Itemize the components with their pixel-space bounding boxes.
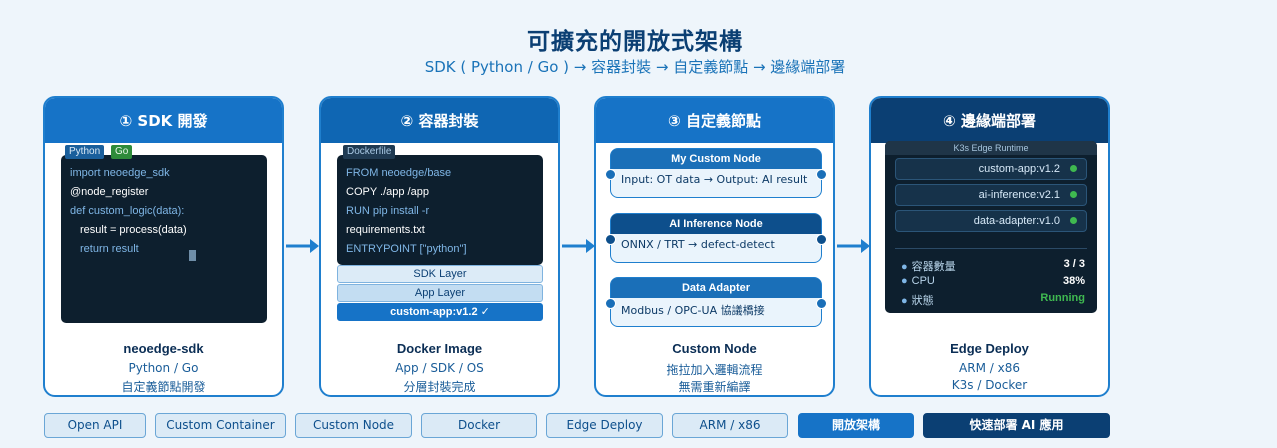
node-title: AI Inference Node [611,214,821,234]
output-port[interactable] [816,234,827,245]
status-dot-icon [1070,217,1077,224]
tag-edge-deploy[interactable]: Edge Deploy [546,413,663,438]
tag-open-api[interactable]: Open API [44,413,146,438]
tab-dockerfile[interactable]: Dockerfile [343,145,396,159]
page-title: 可擴充的開放式架構 [527,29,743,55]
input-port[interactable] [605,169,616,180]
stat-label: 容器數量 [911,261,956,273]
stat-value: 38% [1062,275,1085,287]
layer-app: App Layer [337,284,543,302]
status-dot-icon [1070,191,1077,198]
tag-fast-deploy[interactable]: 快速部署 AI 應用 [923,413,1110,438]
card-caption-line2: Python / Go [128,361,199,375]
service-row[interactable]: data-adapter:v1.0 [895,210,1087,232]
tag-custom-container[interactable]: Custom Container [155,413,286,438]
output-port[interactable] [816,169,827,180]
bullet-icon: ● [901,295,908,307]
bullet-icon: ● [901,275,908,287]
card-caption: Docker Image [396,341,483,356]
code-line: FROM neoedge/base [346,167,452,179]
card-sdk-development: ① SDK 開發 import neoedge_sdk @node_regist… [43,96,284,397]
code-line: COPY ./app /app [346,186,429,198]
node-title: Data Adapter [611,278,821,298]
code-line: def custom_logic(data): [70,205,185,217]
service-name: data-adapter:v1.0 [973,215,1060,227]
service-name: ai-inference:v2.1 [978,189,1060,201]
card-container-packaging: ② 容器封裝 FROM neoedge/base COPY ./app /app… [319,96,560,397]
card-caption: Custom Node [672,341,757,356]
card-caption-line2: ARM / x86 [959,361,1020,375]
code-line: result = process(data) [80,224,187,236]
layer-sdk: SDK Layer [337,265,543,283]
divider [895,248,1087,249]
card-caption: Edge Deploy [950,341,1029,356]
card-custom-node: ③ 自定義節點 My Custom Node Input: OT data → … [594,96,835,397]
status-dot-icon [1070,165,1077,172]
output-port[interactable] [816,298,827,309]
card-caption-line3: 分層封裝完成 [403,380,476,394]
code-line: ENTRYPOINT ["python"] [346,243,467,255]
service-row[interactable]: custom-app:v1.2 [895,158,1087,180]
service-name: custom-app:v1.2 [978,163,1060,175]
tag-custom-node[interactable]: Custom Node [295,413,412,438]
stat-cpu: ●CPU 38% [901,275,1085,287]
tab-go[interactable]: Go [111,145,133,159]
page-subtitle: SDK ( Python / Go ) → 容器封裝 → 自定義節點 → 邊緣端… [424,58,846,76]
edge-runtime-panel: K3s Edge Runtime custom-app:v1.2 ai-infe… [885,141,1097,313]
card-title: ④ 邊緣端部署 [871,98,1108,143]
arrow-right-icon [837,239,870,253]
node-my-custom[interactable]: My Custom Node Input: OT data → Output: … [605,148,827,198]
layer-image-tag: custom-app:v1.2 ✓ [337,303,543,321]
node-data-adapter[interactable]: Data Adapter Modbus / OPC-UA 協議橋接 [605,277,827,327]
code-line: import neoedge_sdk [70,167,170,179]
card-caption-line2: 拖拉加入邏輯流程 [666,363,763,377]
input-port[interactable] [605,298,616,309]
node-ai-inference[interactable]: AI Inference Node ONNX / TRT → defect-de… [605,213,827,263]
input-port[interactable] [605,234,616,245]
card-edge-deploy: ④ 邊緣端部署 K3s Edge Runtime custom-app:v1.2… [869,96,1110,397]
runtime-title: K3s Edge Runtime [885,141,1097,155]
card-caption-line3: 無需重新編譯 [678,380,751,394]
node-desc: ONNX / TRT → defect-detect [621,238,775,251]
node-title: My Custom Node [611,149,821,169]
tab-python[interactable]: Python [65,145,105,159]
tag-open-architecture[interactable]: 開放架構 [798,413,914,438]
code-line: RUN pip install -r [346,205,430,217]
node-desc: Modbus / OPC-UA 協議橋接 [621,304,765,317]
card-title: ① SDK 開發 [45,98,282,143]
service-row[interactable]: ai-inference:v2.1 [895,184,1087,206]
card-title: ③ 自定義節點 [596,98,833,143]
stat-status: ●狀態 Running [901,292,1085,308]
code-editor: import neoedge_sdk @node_register def cu… [61,155,267,323]
code-line: requirements.txt [346,224,425,236]
arrow-right-icon [562,239,595,253]
node-desc: Input: OT data → Output: AI result [621,173,808,186]
card-caption-line2: App / SDK / OS [395,361,484,375]
card-caption: neoedge-sdk [123,341,204,356]
tag-arm-x86[interactable]: ARM / x86 [672,413,788,438]
code-line: @node_register [70,186,149,198]
stat-value: 3 / 3 [1063,258,1085,270]
tag-docker[interactable]: Docker [421,413,537,438]
dockerfile-editor: FROM neoedge/base COPY ./app /app RUN pi… [337,155,543,265]
card-title: ② 容器封裝 [321,98,558,143]
arrow-right-icon [286,239,319,253]
text-cursor [189,250,196,261]
card-caption-line3: K3s / Docker [951,378,1028,392]
stat-label: CPU [911,275,935,287]
code-line: return result [80,243,139,255]
stat-label: 狀態 [911,295,934,307]
bullet-icon: ● [901,261,908,273]
status-badge: Running [1040,292,1085,304]
stat-container-count: ●容器數量 3 / 3 [901,258,1085,274]
card-caption-line3: 自定義節點開發 [121,380,206,394]
